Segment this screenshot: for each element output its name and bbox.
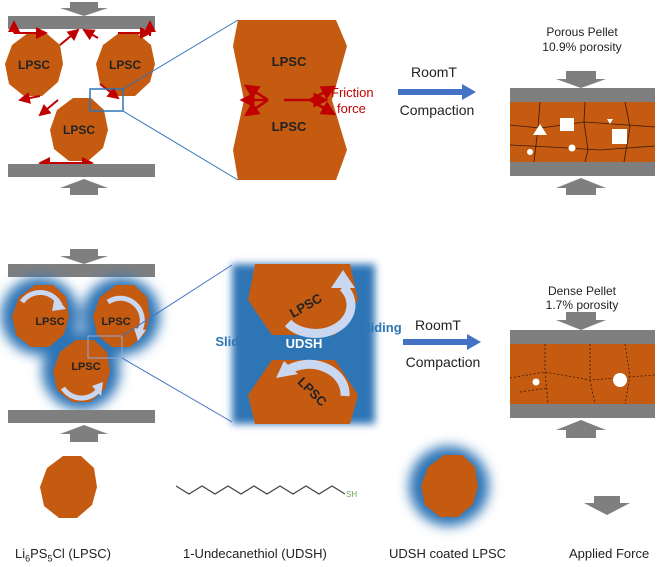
process-arrow [398,84,476,100]
pore [560,118,574,131]
top-plate [8,264,155,277]
lpsc-zoom-particle [233,100,347,180]
formula-part: Li [15,546,26,561]
pellet-body [510,344,655,404]
pore [607,119,613,124]
bottom-plate [8,410,155,423]
friction-force-arrows [239,84,337,117]
process-arrow [403,334,481,350]
legend: SH [40,446,630,526]
zoom-particle-label: LPSC [272,54,307,69]
top-compaction-assembly: LPSC LPSC LPSC [5,2,239,195]
pore [533,124,547,135]
porous-pellet: Porous Pellet 10.9% porosity [509,25,656,195]
particle-label: LPSC [71,361,100,373]
legend-lpsc-label: Li6PS5Cl (LPSC) [15,546,111,564]
lpsc-zoom-particle [248,264,358,335]
applied-force-arrow [556,420,606,438]
pore [568,144,576,152]
applied-force-arrow [60,179,108,195]
particle-label: LPSC [101,316,130,328]
legend-udsh-label: 1-Undecanethiol (UDSH) [183,546,327,561]
zoom-line [121,264,233,337]
formula-part: Cl (LPSC) [52,546,112,561]
process-label: RoomT [415,317,461,333]
legend-force-arrow [584,496,630,515]
formula-subscript: 5 [47,553,53,564]
zoom-region [87,335,123,359]
friction-label: Friction [331,85,374,100]
lpsc-particle [5,33,63,96]
rotation-arrows [282,283,356,397]
top-plate [510,88,655,102]
friction-arrows [7,20,156,169]
top-plate [8,16,155,29]
top-process: RoomT Compaction [398,64,476,118]
bottom-compaction-assembly: LPSC LPSC LPSC [1,249,233,442]
formula-subscript: 6 [25,553,31,564]
pellet-porosity: 1.7% porosity [546,298,619,312]
top-zoom-panel: LPSC LPSC Friction force [233,20,374,180]
legend-lpsc-particle [40,456,97,518]
top-plate [510,330,655,344]
rotation-arrowheads [276,270,355,378]
applied-force-arrow [60,425,108,442]
pellet-title: Porous Pellet [546,25,618,39]
legend-force-label: Applied Force [569,546,650,561]
bottom-process: RoomT Compaction [403,317,481,370]
process-label: Compaction [406,354,481,370]
lpsc-zoom-particle [248,360,358,424]
sliding-label: Sliding [215,334,258,349]
pore [527,149,533,155]
zoom-region [89,88,124,112]
applied-force-arrow [60,249,108,264]
zoom-particle-label: LPSC [272,119,307,134]
process-label: RoomT [411,64,457,80]
udsh-molecule [175,485,346,495]
friction-label: force [337,101,366,116]
process-label: Compaction [400,102,475,118]
rotation-arrowheads [52,296,146,396]
bottom-plate [8,164,155,177]
formula-part: PS [30,546,48,561]
pellet-title: Dense Pellet [548,284,617,298]
coating-label: UDSH [286,336,323,351]
lpsc-particle [96,33,155,96]
particle-label: LPSC [63,123,95,137]
applied-force-arrow [556,178,606,195]
pore [613,373,627,387]
lpsc-particle [50,98,108,161]
applied-force-arrow [556,312,606,330]
pellet-body [510,102,655,162]
udsh-sh-label: SH [346,490,357,499]
legend-coated-particle [421,455,478,517]
pore [532,378,540,386]
particle-label: LPSC [35,316,64,328]
bottom-zoom-panel: LPSC LPSC UDSH Sliding Sliding [215,264,402,424]
dense-pellet: Dense Pellet 1.7% porosity [509,284,656,438]
zoom-line [122,110,239,181]
applied-force-arrow [60,2,108,16]
legend-coated-label: UDSH coated LPSC [389,546,507,561]
particle-label: LPSC [109,58,141,72]
bottom-plate [510,404,655,418]
applied-force-arrow [556,71,606,88]
zoom-line [121,357,233,423]
zoom-line [122,19,239,90]
pellet-porosity: 10.9% porosity [542,40,621,54]
pore [612,129,627,144]
lpsc-zoom-particle [233,20,347,100]
bottom-plate [510,162,655,176]
sliding-label: Sliding [358,320,401,335]
particle-label: LPSC [18,58,50,72]
